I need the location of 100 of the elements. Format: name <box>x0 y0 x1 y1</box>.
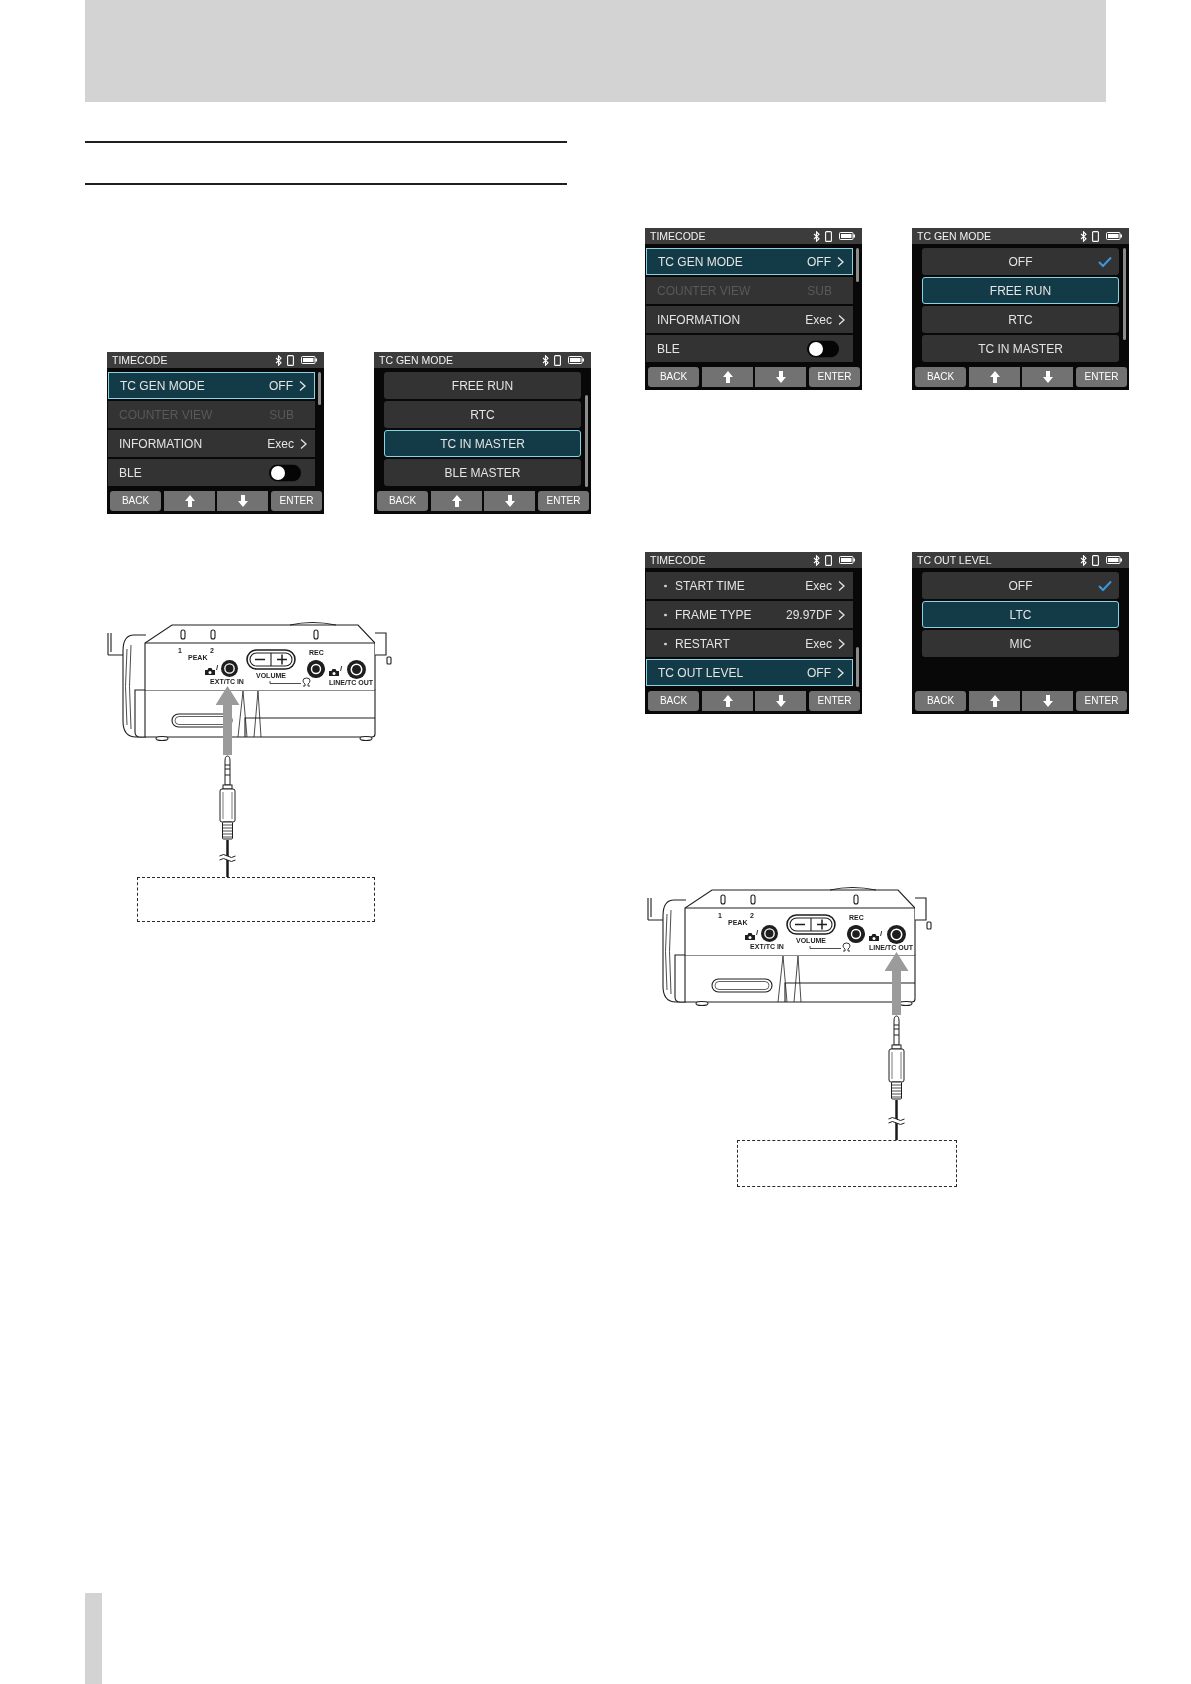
audio-plug-illustration <box>888 1015 905 1100</box>
menu-item-label: FRAME TYPE <box>675 608 752 621</box>
menu-item-label: TC GEN MODE <box>658 255 743 268</box>
down-button <box>755 691 806 711</box>
screen-title: TIMECODE <box>650 554 706 565</box>
option-label: FREE RUN <box>451 379 514 392</box>
selected-option-row <box>384 430 581 457</box>
selected-option-row <box>922 277 1119 304</box>
screen-title: TC GEN MODE <box>917 230 992 241</box>
up-button <box>702 367 753 387</box>
option-row <box>922 335 1119 362</box>
menu-item-label: RESTART <box>675 637 730 650</box>
display-screen <box>912 228 1129 390</box>
audio-plug-illustration <box>219 755 236 840</box>
enter-button: ENTER <box>1076 691 1127 711</box>
panel-label: / <box>756 929 759 937</box>
menu-item-value: Exec <box>805 579 832 592</box>
screen-title: TIMECODE <box>112 354 168 365</box>
option-row <box>384 401 581 428</box>
cable-line <box>226 840 229 877</box>
option-label: FREE RUN <box>989 284 1052 297</box>
menu-item-value: OFF <box>807 666 831 679</box>
selected-menu-row <box>646 248 853 275</box>
selected-menu-row <box>108 372 315 399</box>
back-button: BACK <box>648 691 699 711</box>
menu-row <box>646 335 853 362</box>
up-button <box>431 491 482 511</box>
back-button: BACK <box>110 491 161 511</box>
option-label: BLE MASTER <box>444 466 521 479</box>
down-button <box>1022 691 1073 711</box>
display-screen <box>107 352 324 514</box>
option-label: RTC <box>470 408 495 421</box>
enter-button: ENTER <box>1076 367 1127 387</box>
selected-option-row <box>922 601 1119 628</box>
menu-item-value: 29.97DF <box>785 608 832 621</box>
menu-item-label: INFORMATION <box>657 313 741 326</box>
option-label: RTC <box>1008 313 1033 326</box>
dashed-placeholder-box <box>737 1140 957 1187</box>
back-button: BACK <box>648 367 699 387</box>
option-row <box>922 572 1119 599</box>
option-label: OFF <box>1008 579 1033 592</box>
screen-title: TC GEN MODE <box>379 354 454 365</box>
menu-row <box>646 630 853 657</box>
back-button: BACK <box>915 691 966 711</box>
option-label: OFF <box>1008 255 1033 268</box>
down-button <box>484 491 535 511</box>
down-button <box>755 367 806 387</box>
menu-item-label: BLE <box>119 466 142 479</box>
up-button <box>969 367 1020 387</box>
option-row <box>922 630 1119 657</box>
down-button <box>217 491 268 511</box>
menu-row <box>646 306 853 333</box>
menu-item-value: Exec <box>805 313 832 326</box>
menu-item-value: OFF <box>269 379 293 392</box>
display-screen <box>645 552 862 714</box>
enter-button: ENTER <box>809 367 860 387</box>
menu-row <box>646 572 853 599</box>
screen-title: TC OUT LEVEL <box>917 554 992 565</box>
menu-row <box>108 430 315 457</box>
option-label: TC IN MASTER <box>440 437 525 450</box>
menu-item-value: Exec <box>267 437 294 450</box>
down-button <box>1022 367 1073 387</box>
cable-line <box>895 1100 898 1140</box>
option-row <box>384 459 581 486</box>
display-screen <box>912 552 1129 714</box>
back-button: BACK <box>377 491 428 511</box>
arrow <box>215 686 240 755</box>
menu-row <box>646 601 853 628</box>
menu-item-value: Exec <box>805 637 832 650</box>
enter-button: ENTER <box>538 491 589 511</box>
menu-row <box>108 401 315 428</box>
option-row <box>384 372 581 399</box>
menu-row <box>646 277 853 304</box>
option-label: LTC <box>1009 608 1032 621</box>
selected-menu-row <box>646 659 853 686</box>
enter-button: ENTER <box>271 491 322 511</box>
dashed-placeholder-box <box>137 877 375 922</box>
menu-item-label: BLE <box>657 342 680 355</box>
panel-label: / <box>216 664 219 672</box>
up-button <box>164 491 215 511</box>
up-button <box>702 691 753 711</box>
arrow <box>884 952 909 1015</box>
option-label: TC IN MASTER <box>978 342 1063 355</box>
menu-item-label: TC GEN MODE <box>120 379 205 392</box>
screen-title: TIMECODE <box>650 230 706 241</box>
back-button: BACK <box>915 367 966 387</box>
up-button <box>969 691 1020 711</box>
display-screen <box>374 352 591 514</box>
display-screen <box>645 228 862 390</box>
menu-item-label: TC OUT LEVEL <box>658 666 744 679</box>
option-row <box>922 248 1119 275</box>
menu-item-value: OFF <box>807 255 831 268</box>
menu-item-label: START TIME <box>675 579 745 592</box>
option-label: MIC <box>1009 637 1032 650</box>
enter-button: ENTER <box>809 691 860 711</box>
menu-row <box>108 459 315 486</box>
menu-item-label: INFORMATION <box>119 437 203 450</box>
panel-label: / <box>340 665 343 673</box>
panel-label: / <box>880 930 883 938</box>
option-row <box>922 306 1119 333</box>
